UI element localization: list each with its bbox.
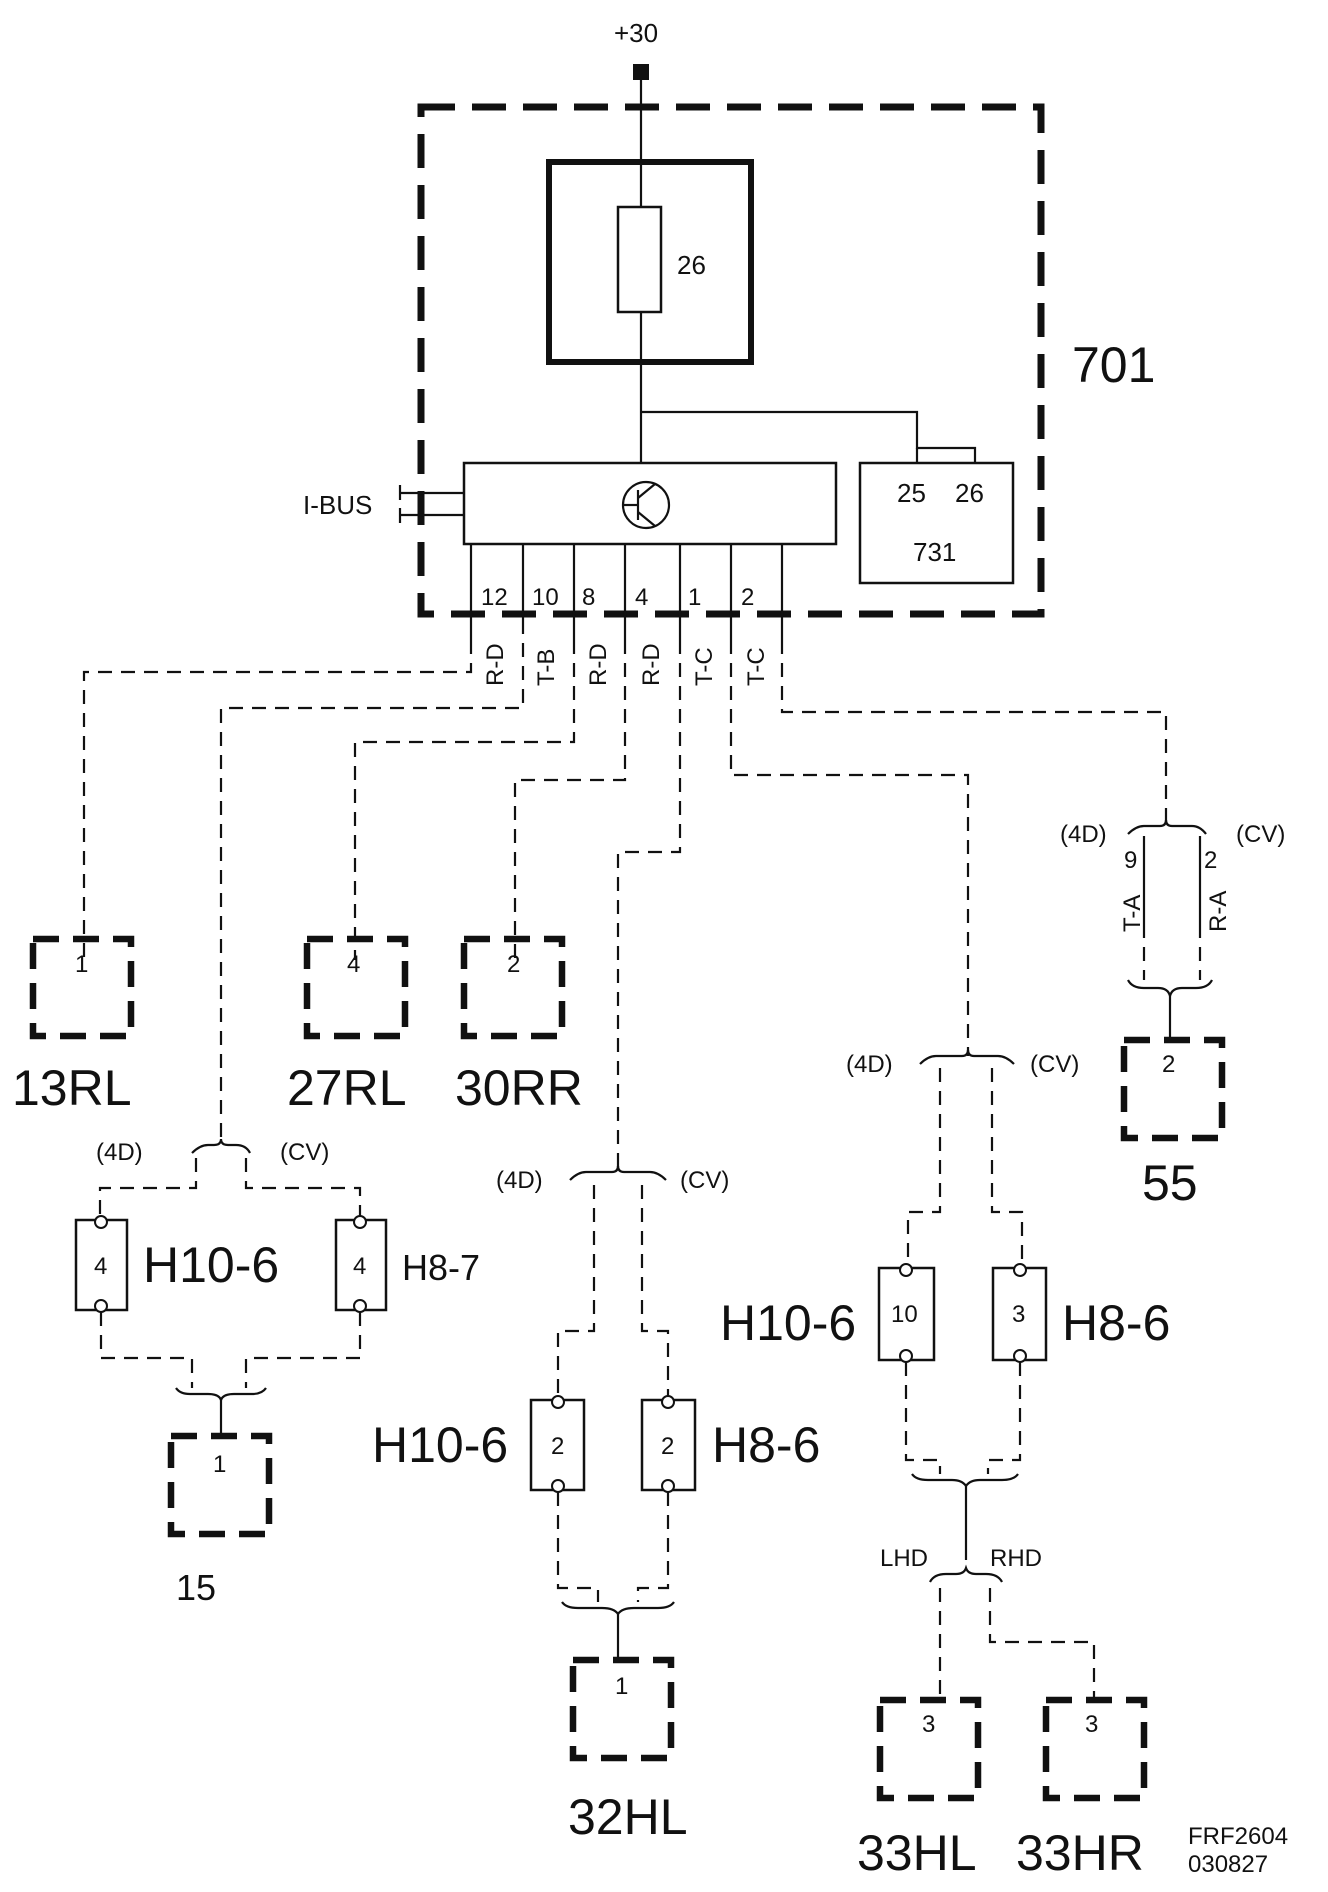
component-13rl: 1 (29, 935, 135, 1040)
connector-b-left-pin: 2 (551, 1433, 564, 1460)
connector-a-right-label: H8-7 (402, 1247, 480, 1288)
module-701-label: 701 (1072, 337, 1155, 393)
variant-rhd: RHD (990, 1545, 1042, 1572)
connector-a-right-pin: 4 (353, 1253, 366, 1280)
supply-terminal (633, 64, 649, 80)
c55-right-wire: R-A (1205, 891, 1232, 932)
connector-b-right-pin: 2 (661, 1433, 674, 1460)
fuse-label: 26 (677, 250, 706, 280)
wire-t-c-1: T-C (691, 647, 718, 686)
component-33hl-label: 33HL (857, 1825, 977, 1881)
connector-c-right-label: H8-6 (1062, 1295, 1170, 1351)
component-30rr-label: 30RR (455, 1060, 583, 1116)
component-55-label: 55 (1142, 1155, 1198, 1211)
branch-c-4d: (4D) (846, 1051, 893, 1078)
harness-routes (82, 620, 1168, 1172)
connector-b-left-label: H10-6 (372, 1417, 508, 1473)
connector-b-left (529, 1398, 586, 1492)
branch-55: (4D) (CV) 9 2 T-A R-A (1060, 819, 1285, 1040)
pin-1: 1 (688, 584, 701, 611)
component-33hr: 3 (1042, 1696, 1148, 1802)
component-32hl-pin: 1 (615, 1673, 628, 1700)
component-33hr-label: 33HR (1016, 1825, 1144, 1881)
component-15-label: 15 (176, 1567, 216, 1608)
variant-lhd: LHD (880, 1545, 928, 1572)
submodule-731-label: 731 (913, 537, 956, 567)
connector-a-left-pin: 4 (94, 1253, 107, 1280)
figure-code: FRF2604 (1188, 1823, 1288, 1850)
branch-b: (4D) (CV) 2 2 H10-6 H8-6 (372, 1165, 820, 1660)
branch-c: (4D) (CV) 10 3 H10-6 H8-6 LHD RHD (720, 1049, 1170, 1700)
component-13rl-pin: 1 (75, 951, 88, 978)
branch-c-cv: (CV) (1030, 1051, 1079, 1078)
component-27rl-label: 27RL (287, 1060, 407, 1116)
component-55: 2 (1120, 1036, 1226, 1142)
fuse-box (546, 159, 754, 365)
connector-c-right-pin: 3 (1012, 1301, 1025, 1328)
component-33hr-pin: 3 (1085, 1711, 1098, 1738)
component-15: 1 (167, 1432, 273, 1538)
component-32hl: 1 (569, 1656, 675, 1762)
component-30rr: 2 (460, 935, 566, 1040)
pin-12: 12 (481, 584, 508, 611)
branch-55-4d: (4D) (1060, 821, 1107, 848)
pin-2: 2 (741, 584, 754, 611)
wire-r-d-8: R-D (585, 643, 612, 686)
component-15-pin: 1 (213, 1451, 226, 1478)
component-13rl-label: 13RL (12, 1060, 132, 1116)
branch-a-cv: (CV) (280, 1139, 329, 1166)
c55-left-wire: T-A (1119, 895, 1146, 932)
wire-t-b-10: T-B (533, 649, 560, 686)
wire-r-d-12: R-D (482, 643, 509, 686)
component-33hl-pin: 3 (922, 1711, 935, 1738)
branch-55-cv: (CV) (1236, 821, 1285, 848)
component-27rl: 4 (303, 935, 409, 1040)
connector-a-left-label: H10-6 (143, 1237, 279, 1293)
figure-date: 030827 (1188, 1851, 1268, 1878)
pin-8: 8 (582, 584, 595, 611)
component-33hl: 3 (876, 1696, 982, 1802)
connector-a-right (334, 1218, 388, 1312)
wire-r-d-4: R-D (638, 643, 665, 686)
output-pins: 12 10 8 4 1 2 R-D T-B R-D R-D T-C T-C (469, 544, 784, 686)
connector-b-right-label: H8-6 (712, 1417, 820, 1473)
submodule-pin-26: 26 (955, 478, 984, 508)
submodule-731 (858, 461, 1015, 585)
fuse-26 (616, 205, 663, 314)
transistor-icon (621, 480, 671, 530)
component-27rl-pin: 4 (347, 951, 360, 978)
pin-4: 4 (635, 584, 648, 611)
branch-a-4d: (4D) (96, 1139, 143, 1166)
component-55-pin: 2 (1162, 1051, 1175, 1078)
ibus-label: I-BUS (303, 490, 372, 520)
c55-right-pin: 2 (1204, 847, 1217, 874)
connector-c-left-label: H10-6 (720, 1295, 856, 1351)
wire-t-c-2: T-C (743, 647, 770, 686)
pin-10: 10 (532, 584, 559, 611)
connector-c-left-pin: 10 (891, 1301, 918, 1328)
branch-b-4d: (4D) (496, 1167, 543, 1194)
component-30rr-pin: 2 (507, 951, 520, 978)
submodule-pin-25: 25 (897, 478, 926, 508)
component-32hl-label: 32HL (568, 1789, 688, 1845)
branch-b-cv: (CV) (680, 1167, 729, 1194)
c55-left-pin: 9 (1124, 847, 1137, 874)
control-unit (462, 461, 838, 546)
branch-a: (4D) (CV) 4 4 H10-6 H8-7 (74, 1138, 480, 1436)
supply-label: +30 (614, 18, 658, 48)
